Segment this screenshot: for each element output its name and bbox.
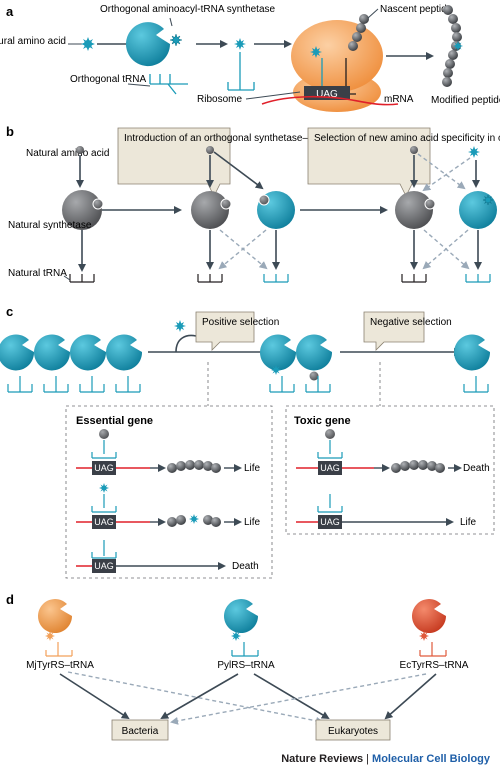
modified-peptide xyxy=(442,5,463,87)
svg-text:Negative selection: Negative selection xyxy=(370,317,452,328)
label-nascent-peptide: Nascent peptide xyxy=(380,4,453,15)
negative-selection-label: Negative selection xyxy=(370,317,452,328)
journal-footer: Nature Reviews|Molecular Cell Biology xyxy=(0,753,500,765)
label-modified-peptide: Modified peptide xyxy=(431,95,500,106)
essential-gene-box: Essential gene UAG Life UAG xyxy=(65,405,273,579)
toxic-gene-title: Toxic gene xyxy=(294,415,351,427)
panel-d: d MjTyrRS–tRNA PylRS–tRNA EcTyrRS–tRNA xyxy=(6,592,469,741)
uag-label: UAG xyxy=(94,517,114,527)
orthogonal-synthetase xyxy=(126,22,183,67)
panel-d-letter: d xyxy=(6,592,14,607)
callout-box-1: Introduction of an orthogonal synthetase… xyxy=(117,127,351,197)
panel-a-letter: a xyxy=(6,4,14,19)
natural-amino-acid-icon xyxy=(76,146,84,154)
natural-trna-1 xyxy=(69,274,95,283)
panel-c-letter: c xyxy=(6,304,13,319)
ribosome: UAG xyxy=(261,14,399,112)
journal-subtitle: Molecular Cell Biology xyxy=(372,753,490,765)
ec-label: EcTyrRS–tRNA xyxy=(400,660,469,671)
natural-synthetase-2 xyxy=(191,191,232,229)
uag-label: UAG xyxy=(94,561,114,571)
negative-selection-box: Negative selection xyxy=(363,311,452,351)
orthogonal-synthetase-b1 xyxy=(257,191,295,229)
uag-label: UAG xyxy=(94,463,114,473)
synthetase-library xyxy=(0,334,143,393)
footer-separator: | xyxy=(366,753,370,765)
selected-synthetases xyxy=(260,334,333,393)
label-natural-aa: Natural amino acid xyxy=(26,148,109,159)
essential-row-3: UAG Death xyxy=(76,540,259,573)
svg-text:Ribosome: Ribosome xyxy=(197,94,242,105)
pyl-label: PylRS–tRNA xyxy=(217,660,275,671)
uag-label: UAG xyxy=(320,463,340,473)
unnatural-amino-acid-icon xyxy=(81,37,95,51)
orthogonal-trna xyxy=(149,74,188,95)
life-label: Life xyxy=(244,517,261,528)
positive-selection-label: Positive selection xyxy=(202,317,279,328)
panel-b: b Natural amino acid Natural synthetase … xyxy=(6,124,500,283)
life-label: Life xyxy=(460,517,477,528)
ribosome-uag-label: UAG xyxy=(316,89,338,100)
callout-text-2: Selection of new amino acid specificity … xyxy=(314,133,500,144)
mjtyrrs-pair xyxy=(38,599,73,657)
bacteria-box: Bacteria xyxy=(111,719,169,741)
label-mrna: mRNA xyxy=(384,94,414,105)
panel-c: c Positive selection xyxy=(0,304,495,579)
positive-selection-box: Positive selection xyxy=(195,311,279,351)
ectyrrs-pair xyxy=(412,599,447,657)
death-label: Death xyxy=(463,463,490,474)
bacteria-label: Bacteria xyxy=(122,726,159,737)
panel-b-letter: b xyxy=(6,124,14,139)
uag-label: UAG xyxy=(320,517,340,527)
pylrs-pair xyxy=(224,599,259,657)
essential-gene-title: Essential gene xyxy=(76,415,153,427)
natural-synthetase-3 xyxy=(395,191,436,229)
svg-text:mRNA: mRNA xyxy=(384,94,414,105)
label-natural-trna: Natural tRNA xyxy=(8,268,67,279)
callout-2-line: Selection of new amino acid specificity … xyxy=(314,133,500,144)
panel-a: a Unnatural amino acid Orthogonal aminoa… xyxy=(0,4,500,112)
eukaryotes-label: Eukaryotes xyxy=(328,726,378,737)
toxic-row-2: UAG Life xyxy=(296,494,477,529)
callout-text-1: Introduction of an orthogonal synthetase… xyxy=(124,133,351,144)
toxic-gene-box: Toxic gene UAG Death UAG Life xyxy=(285,405,495,535)
label-ribosome: Ribosome xyxy=(197,94,242,105)
natural-synthetase-1 xyxy=(62,190,104,230)
death-label: Death xyxy=(232,561,259,572)
callout-box-2: Selection of new amino acid specificity … xyxy=(307,127,500,197)
label-orthogonal-trna: Orthogonal tRNA xyxy=(70,74,146,85)
mj-label: MjTyrRS–tRNA xyxy=(26,660,94,671)
orthogonal-synthetase-b2 xyxy=(459,191,497,229)
final-synthetase xyxy=(454,334,491,393)
label-unnatural-aa-line: Unnatural amino acid xyxy=(0,36,66,47)
life-label: Life xyxy=(244,463,261,474)
toxic-row-1: UAG Death xyxy=(296,429,490,475)
journal-name: Nature Reviews xyxy=(281,753,364,765)
label-natural-synthetase: Natural synthetase xyxy=(8,220,92,231)
svg-text:Positive selection: Positive selection xyxy=(202,317,279,328)
essential-row-1: UAG Life xyxy=(76,429,261,475)
essential-row-2: UAG Life xyxy=(76,483,261,529)
label-unnatural-aa: Unnatural amino acid xyxy=(0,36,66,47)
svg-text:Orthogonal tRNA: Orthogonal tRNA xyxy=(70,74,146,85)
callout-1-line: Introduction of an orthogonal synthetase… xyxy=(124,133,351,144)
charged-orthogonal-trna xyxy=(227,38,255,91)
svg-text:Nascent peptide: Nascent peptide xyxy=(380,4,453,15)
eukaryotes-box: Eukaryotes xyxy=(315,719,391,741)
svg-text:Orthogonal aminoacyl-tRNA synt: Orthogonal aminoacyl-tRNA synthetase xyxy=(100,4,276,15)
label-orthogonal-synthetase: Orthogonal aminoacyl-tRNA synthetase xyxy=(100,4,276,15)
